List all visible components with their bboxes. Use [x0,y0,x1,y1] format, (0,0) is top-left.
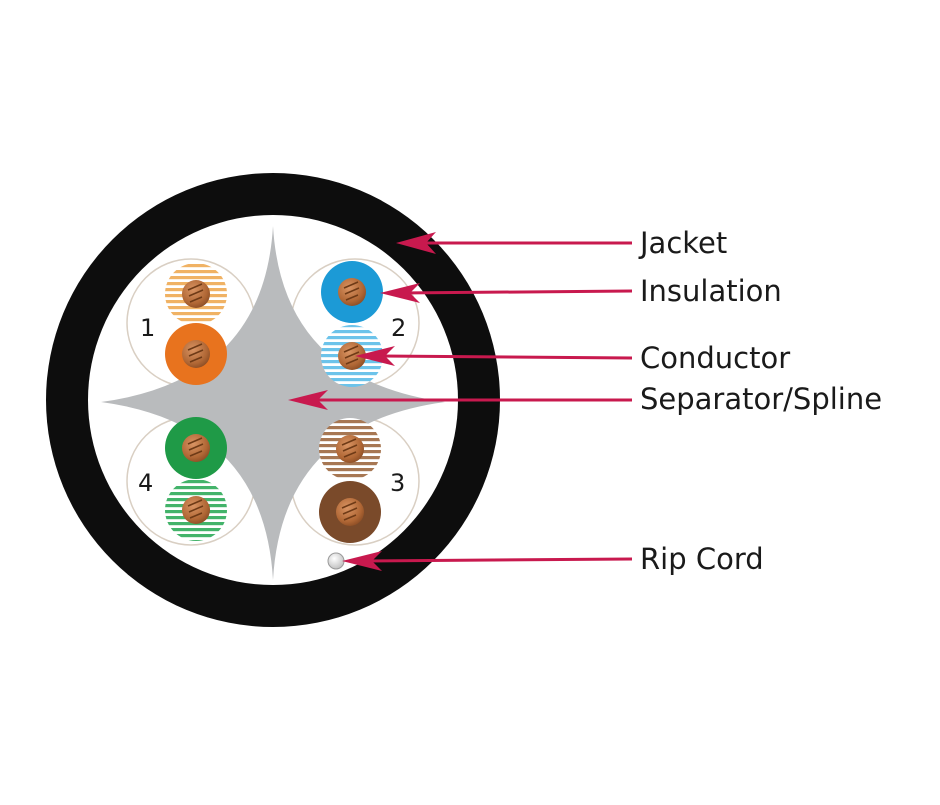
insulation-arrow [380,283,633,303]
pair-2-number: 2 [391,314,406,342]
leader-arrows [288,232,633,571]
conductor-core [336,435,364,463]
pair-2-solid-wire [321,261,383,323]
rip-cord-arrow [342,551,633,571]
conductor-core [182,280,210,308]
conductor-core [182,434,210,462]
conductor-arrow [355,346,633,366]
conductor-core [336,498,364,526]
pair-3-striped-wire [319,418,381,480]
pair-4-number: 4 [138,469,153,497]
pair-3-solid-wire [319,481,381,543]
pair-4-solid-wire [165,417,227,479]
pair-2-striped-wire [321,325,383,387]
jacket-arrow [396,232,632,254]
label-conductor: Conductor [640,341,790,375]
separator-spline [101,226,445,580]
conductor-core [338,342,366,370]
label-rip-cord: Rip Cord [640,542,764,576]
rip-cord [327,552,345,570]
pair-3-number: 3 [390,469,405,497]
label-insulation: Insulation [640,274,782,308]
label-jacket: Jacket [638,226,727,260]
conductor-core [182,340,210,368]
pair-1-number: 1 [140,314,155,342]
separator-arrow [288,390,632,410]
pair-4-striped-wire [165,479,227,541]
pair-1-striped-wire [165,263,227,325]
pair-1-solid-wire [165,323,227,385]
conductor-core [338,278,366,306]
label-separator-spline: Separator/Spline [640,382,882,416]
conductor-core [182,496,210,524]
